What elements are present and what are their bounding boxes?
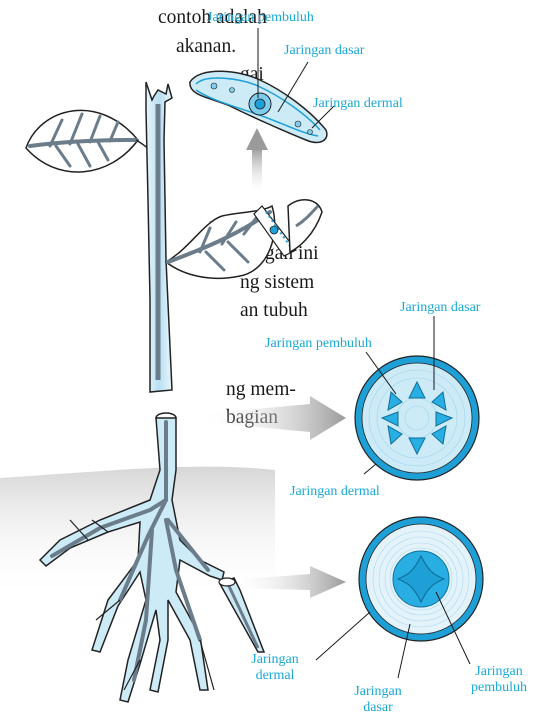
label-root-vascular-line-2: pembuluh [458, 680, 540, 696]
label-root-dermal-line-1: Jaringan [240, 652, 310, 668]
stem-cross-section [355, 356, 479, 480]
label-leaf-ground-tissue: Jaringan dasar [284, 43, 364, 59]
arrow-to-leaf-section [246, 128, 268, 196]
label-leaf-dermal-tissue: Jaringan dermal [313, 96, 403, 112]
label-root-ground-tissue: Jaringan dasar [338, 684, 418, 716]
label-leaf-vascular-tissue: Jaringan pembuluh [207, 10, 314, 26]
lower-leaf [166, 200, 322, 279]
label-root-dermal-tissue: Jaringan dermal [240, 652, 310, 684]
label-root-ground-line-2: dasar [338, 700, 418, 716]
label-root-vascular-line-1: Jaringan [458, 664, 540, 680]
label-stem-dermal-tissue: Jaringan dermal [290, 484, 380, 500]
label-stem-ground-tissue: Jaringan dasar [400, 300, 480, 316]
label-root-dermal-line-2: dermal [240, 668, 310, 684]
label-stem-vascular-tissue: Jaringan pembuluh [265, 336, 372, 352]
upper-leaf [26, 110, 158, 172]
root-cross-section [359, 517, 483, 641]
label-root-vascular-tissue: Jaringan pembuluh [458, 664, 540, 696]
arrow-to-stem-section [200, 396, 346, 440]
label-root-ground-line-1: Jaringan [338, 684, 418, 700]
